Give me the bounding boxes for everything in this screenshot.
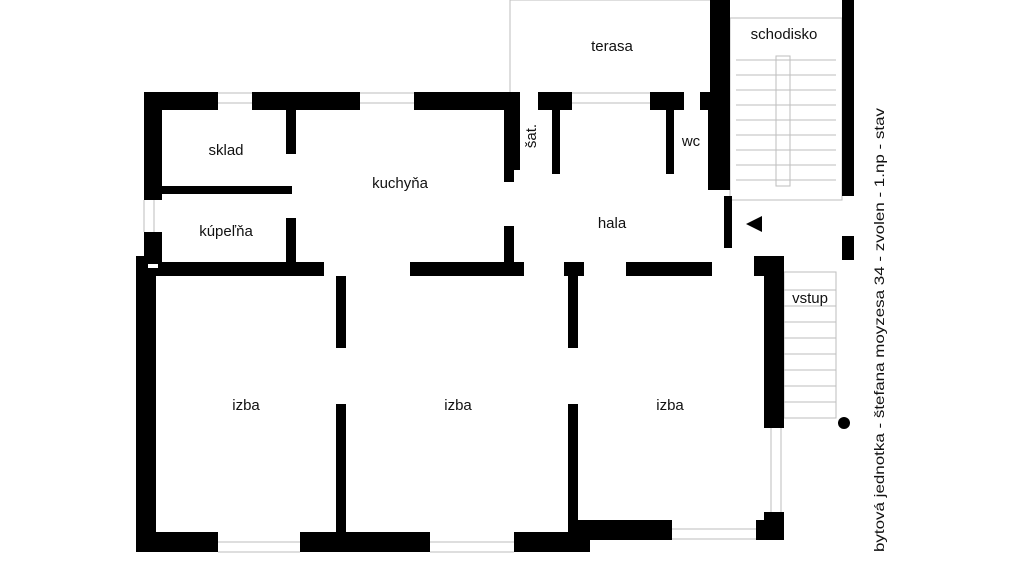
window-lines bbox=[143, 92, 782, 553]
room-label-hala: hala bbox=[598, 215, 627, 232]
room-label-vstup: vstup bbox=[792, 290, 828, 307]
terrace-outline bbox=[509, 0, 710, 92]
room-label-kuchyna: kuchyňa bbox=[372, 175, 429, 192]
plan-caption: bytová jednotka - štefana moyzesa 34 - z… bbox=[871, 108, 887, 552]
room-label-wc: wc bbox=[681, 133, 701, 150]
room-label-izba-2: izba bbox=[444, 397, 472, 414]
room-label-terasa: terasa bbox=[591, 38, 633, 55]
room-label-izba-1: izba bbox=[232, 397, 260, 414]
room-label-sat: šat. bbox=[523, 124, 540, 148]
openings bbox=[148, 264, 750, 268]
entrance-point-icon bbox=[838, 417, 850, 429]
triangle-arrow-icon bbox=[746, 216, 762, 232]
room-label-sklad: sklad bbox=[208, 142, 243, 159]
walls bbox=[136, 0, 854, 552]
entrance-steps bbox=[783, 271, 837, 419]
room-label-kupelna: kúpeľňa bbox=[199, 223, 253, 240]
room-label-izba-3: izba bbox=[656, 397, 684, 414]
room-label-schodisko: schodisko bbox=[751, 26, 818, 43]
